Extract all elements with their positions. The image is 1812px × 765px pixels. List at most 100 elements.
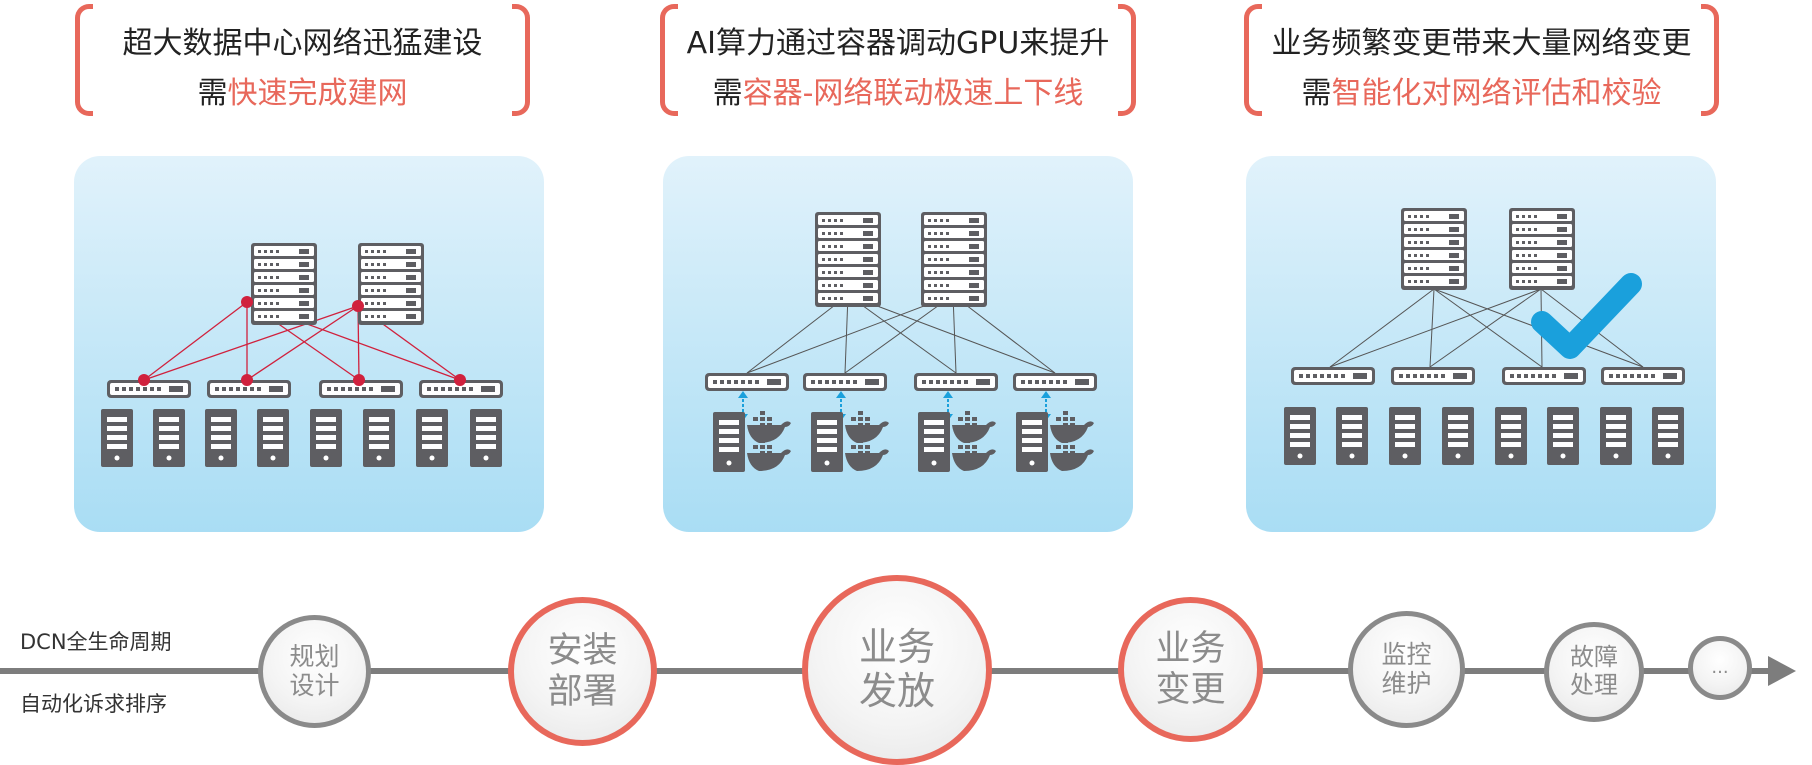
link-line <box>746 294 849 374</box>
need-title: AI算力通过容器调动GPU来提升 <box>686 26 1110 61</box>
server-icon <box>257 409 289 467</box>
server-icon <box>310 409 342 467</box>
timeline-arrow-icon <box>1768 656 1796 686</box>
need-box-3: 业务频繁变更带来大量网络变更 需智能化对网络评估和校验 <box>1244 4 1719 116</box>
lifecycle-label: DCN全生命周期 <box>20 630 172 654</box>
link-line <box>847 294 957 374</box>
switch-icon <box>207 380 291 398</box>
switch-icon <box>319 380 403 398</box>
link-line <box>143 301 248 381</box>
stage-service-provisioning: 业务 发放 <box>802 575 992 765</box>
link-line <box>844 294 954 374</box>
network-panel-3 <box>1246 156 1716 532</box>
server-icon <box>205 409 237 467</box>
switch-icon <box>1013 373 1097 391</box>
server-icon <box>1336 407 1368 465</box>
network-validation-diagram <box>1284 208 1685 465</box>
server-icon <box>1547 407 1579 465</box>
need-title: 业务频繁变更带来大量网络变更 <box>1271 26 1692 61</box>
server-icon <box>363 409 395 467</box>
docker-container-icon <box>845 439 889 471</box>
need-requirement: 需快速完成建网 <box>197 76 408 111</box>
switch-icon <box>803 373 887 391</box>
docker-container-icon <box>747 439 791 471</box>
docker-container-icon <box>1050 411 1094 443</box>
need-box-1: 超大数据中心网络迅猛建设 需快速完成建网 <box>75 4 530 116</box>
container-network-diagram <box>705 212 1097 472</box>
arrow-up-icon <box>1041 391 1051 398</box>
server-icon <box>1600 407 1632 465</box>
check-mark-icon <box>1531 273 1642 359</box>
link-line <box>1329 288 1435 368</box>
server-icon <box>1652 407 1684 465</box>
network-topology-diagram <box>101 243 503 467</box>
stage-service-change: 业务 变更 <box>1118 597 1263 742</box>
link-line <box>952 294 957 374</box>
link-line <box>847 294 1056 374</box>
need-box-2: AI算力通过容器调动GPU来提升 需容器-网络联动极速上下线 <box>660 4 1136 116</box>
switch-icon <box>1291 367 1375 385</box>
switch-icon <box>1391 367 1475 385</box>
server-icon <box>1442 407 1474 465</box>
docker-container-icon <box>747 411 791 443</box>
switch-icon <box>1601 367 1685 385</box>
bracket-right <box>512 4 530 116</box>
bracket-left <box>75 4 93 116</box>
server-icon <box>1495 407 1527 465</box>
server-icon <box>1284 407 1316 465</box>
server-icon <box>713 412 745 472</box>
stage-troubleshooting: 故障 处理 <box>1544 622 1644 722</box>
server-icon <box>811 412 843 472</box>
priority-label: 自动化诉求排序 <box>20 692 167 716</box>
link-line <box>844 294 849 374</box>
link-line <box>1433 288 1543 368</box>
server-rack-icon <box>921 212 987 307</box>
server-icon <box>918 412 950 472</box>
stage-more: ... <box>1688 636 1752 700</box>
stage-monitoring: 监控 维护 <box>1348 611 1465 728</box>
docker-container-icon <box>952 439 996 471</box>
link-line <box>1329 288 1542 368</box>
network-panel-2 <box>663 156 1133 532</box>
bracket-left <box>1244 4 1262 116</box>
stage-planning: 规划 设计 <box>258 615 371 728</box>
bracket-right <box>1701 4 1719 116</box>
server-rack-icon <box>815 212 881 307</box>
switch-icon <box>914 373 998 391</box>
docker-container-icon <box>952 411 996 443</box>
docker-container-icon <box>1050 439 1094 471</box>
link-line <box>952 294 1056 374</box>
node-dot <box>241 374 253 386</box>
link-line <box>143 305 359 381</box>
switch-icon <box>705 373 789 391</box>
docker-container-icon <box>845 411 889 443</box>
switch-icon <box>107 380 191 398</box>
link-line <box>1429 288 1542 368</box>
arrow-up-icon <box>943 391 953 398</box>
need-requirement: 需容器-网络联动极速上下线 <box>712 76 1084 111</box>
need-requirement: 需智能化对网络评估和校验 <box>1301 76 1662 111</box>
node-dot <box>352 300 364 312</box>
server-rack-icon <box>358 243 424 325</box>
need-title: 超大数据中心网络迅猛建设 <box>122 26 483 61</box>
network-panel-1 <box>74 156 544 532</box>
link-line <box>246 305 359 381</box>
server-icon <box>416 409 448 467</box>
server-icon <box>1389 407 1421 465</box>
server-icon <box>101 409 133 467</box>
node-dot <box>353 374 365 386</box>
node-dot <box>138 374 150 386</box>
arrow-up-icon <box>738 391 748 398</box>
bracket-right <box>1118 4 1136 116</box>
switch-icon <box>1502 367 1586 385</box>
bracket-left <box>660 4 678 116</box>
server-icon <box>470 409 502 467</box>
link-line <box>746 294 954 374</box>
server-icon <box>1016 412 1048 472</box>
server-rack-icon <box>251 243 317 325</box>
server-rack-icon <box>1401 208 1467 290</box>
stage-installation: 安装 部署 <box>508 597 657 746</box>
switch-icon <box>419 380 503 398</box>
node-dot <box>241 296 253 308</box>
link-line <box>1429 288 1435 368</box>
